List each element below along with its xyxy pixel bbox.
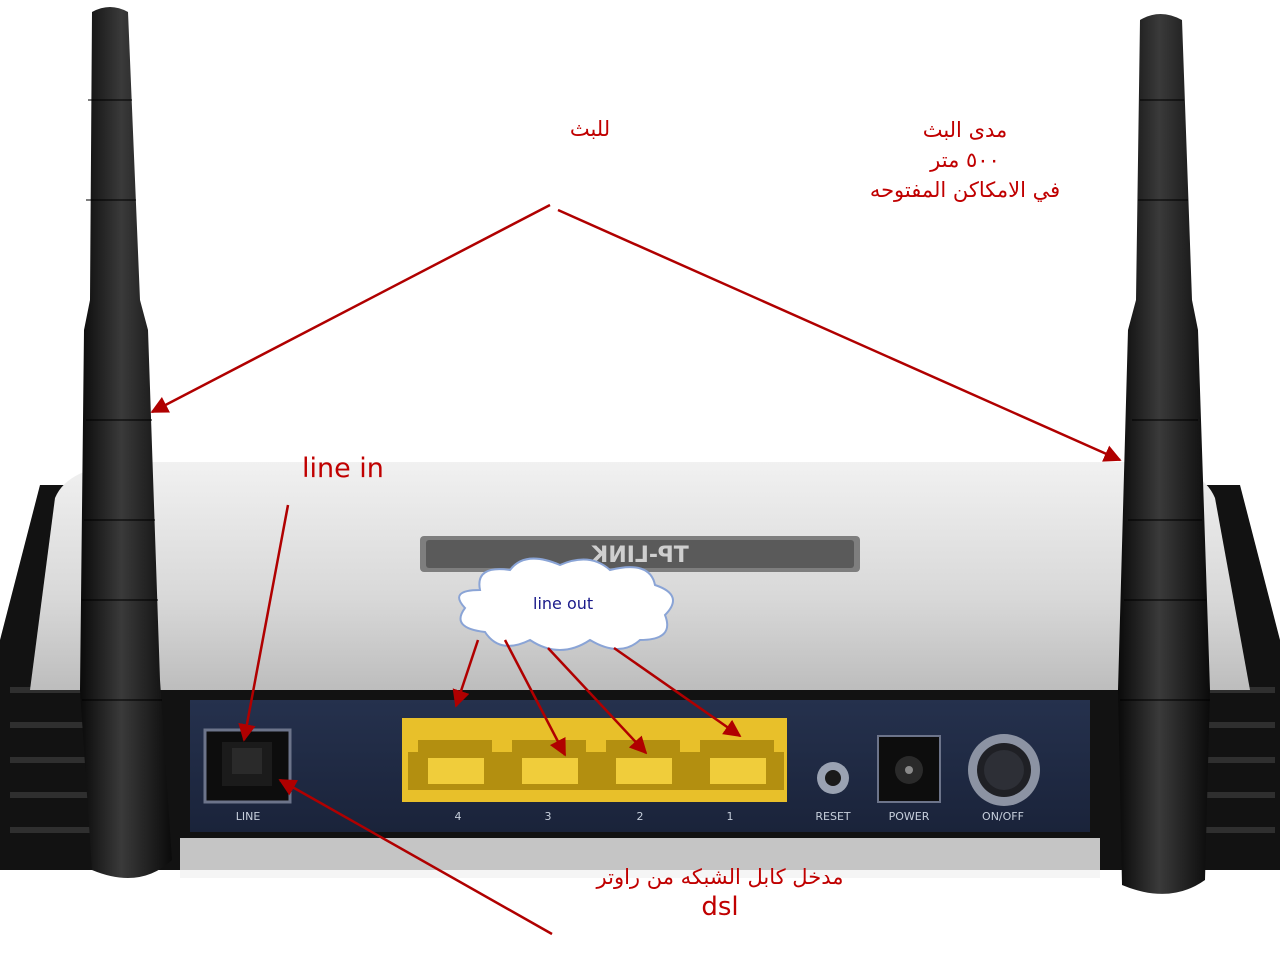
dsl-note-line-2: dsl [701,892,739,922]
annotation-arrows [150,203,1122,936]
range-line-2: ٥٠٠ متر [930,148,1000,172]
broadcast-label: للبث [569,117,611,141]
lan-ports[interactable] [402,718,787,802]
dsl-note: مدخل كابل الشبكه من راوتر dsl [560,862,880,922]
left-antenna [80,7,172,878]
reset-label: RESET [815,810,851,823]
range-line-1: مدى البث [922,118,1008,142]
router-body: TP-LINK [0,462,1280,878]
onoff-label: ON/OFF [982,810,1024,823]
dsl-note-line-1: مدخل كابل الشبكه من راوتر [596,865,844,889]
range-line-3: في الامكاكن المفتوحه [869,178,1061,202]
right-antenna [1118,14,1210,894]
power-switch[interactable] [968,734,1040,806]
reset-button[interactable] [817,762,849,794]
line-out-label: line out [533,594,594,613]
lan-port-2-label: 2 [636,810,644,823]
range-note: مدى البث ٥٠٠ متر في الامكاكن المفتوحه [820,115,1110,205]
line-port-label: LINE [235,810,261,823]
lan-port-4-label: 4 [454,810,462,823]
line-port[interactable] [203,728,292,804]
line-out-cloud [458,557,674,651]
brand-logo: TP-LINK [420,536,860,572]
power-label: POWER [888,810,930,823]
lan-port-3-label: 3 [544,810,552,823]
line-in-label: line in [302,453,384,484]
power-jack[interactable] [877,735,941,803]
svg-text:TP-LINK: TP-LINK [590,543,688,568]
lan-port-1-label: 1 [726,810,734,823]
